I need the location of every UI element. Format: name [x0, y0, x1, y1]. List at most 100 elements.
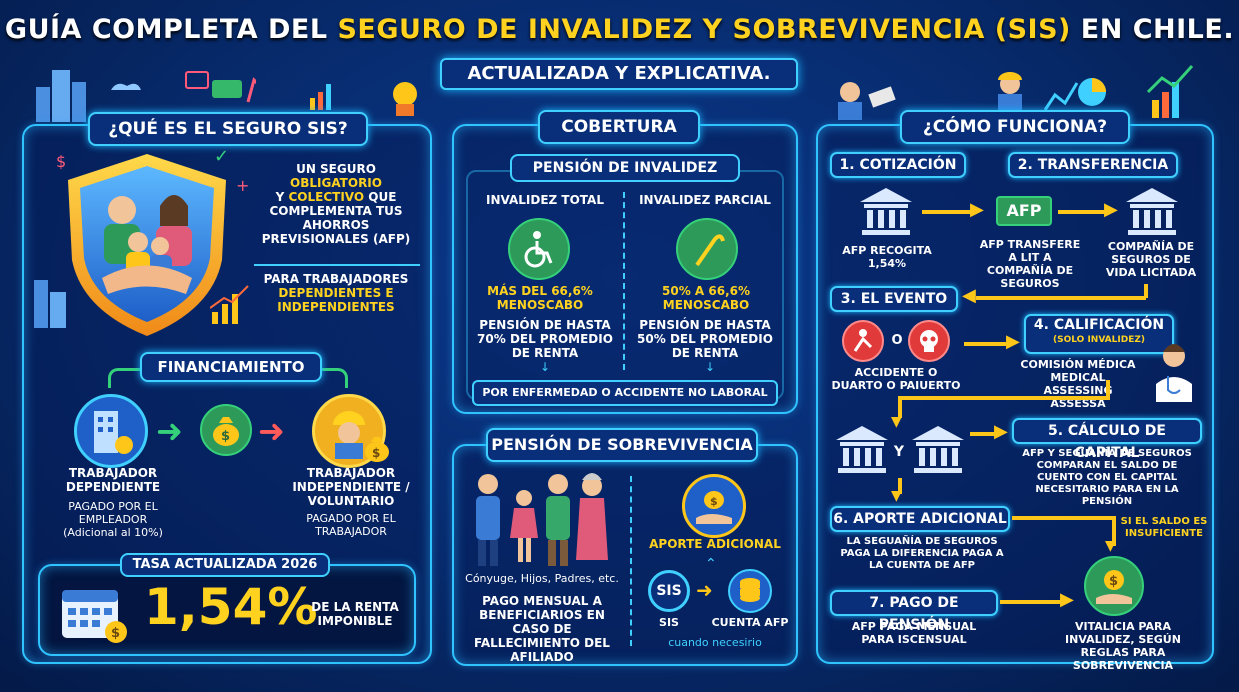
- arrow-right-icon: [970, 432, 998, 436]
- divider: [623, 192, 625, 370]
- arrow-head-icon: ▶: [970, 199, 984, 220]
- arrow-down-icon: ↓: [540, 360, 551, 374]
- money-bag-small-icon: $: [365, 437, 389, 462]
- desc-highlight: OBLIGATORIO: [290, 176, 382, 190]
- calendar-icon: $: [62, 590, 127, 643]
- growth-chart-decoration-icon: [210, 285, 249, 324]
- arrow-right-icon: [1058, 210, 1110, 214]
- hand-coin-icon: $: [1084, 556, 1144, 616]
- cane-icon: [676, 218, 738, 280]
- step-7-right: VITALICIA PARA INVALIDEZ, SEGÚN REGLAS P…: [1065, 620, 1181, 672]
- insurance-building-icon: [1126, 188, 1178, 235]
- coin-stack-icon: [728, 569, 772, 613]
- title-part: EN CHILE.: [1070, 14, 1235, 45]
- arrow-head-icon: ▶: [1006, 331, 1020, 352]
- sobrevivencia-heading: PENSIÓN DE SOBREVIVENCIA: [486, 428, 758, 462]
- company-building-icon: [74, 394, 148, 468]
- step-4-title: 4. CALIFICACIÓN: [1033, 317, 1165, 333]
- arrow-right-icon: [964, 342, 1012, 346]
- step-1: 1. COTIZACIÓN: [830, 152, 966, 178]
- arrow-down-icon: ▼: [891, 488, 902, 504]
- wheelchair-icon: [508, 218, 570, 280]
- para-line: PARA TRABAJADORES: [263, 272, 409, 286]
- step-4-sub: (SOLO INVALIDEZ): [1053, 335, 1145, 345]
- total-pct: MÁS DEL 66,6% MENOSCABO: [487, 284, 593, 312]
- step-6-desc: LA SEGUAÑÍA DE SEGUROS PAGA LA DIFERENCI…: [840, 536, 1004, 571]
- or-label: O: [891, 333, 903, 348]
- tasa-desc: DE LA RENTA IMPONIBLE: [311, 600, 399, 628]
- step-2-desc: AFP TRANSFERE A LIT A COMPAÑÍA DE SEGURO…: [979, 238, 1081, 290]
- step-7-desc: AFP PAGA MENSUAL PARA ISCENSUAL: [851, 620, 977, 646]
- cuenta-label: CUENTA AFP: [711, 616, 789, 629]
- step-4: 4. CALIFICACIÓN (SOLO INVALIDEZ): [1024, 314, 1174, 354]
- connector-line: [900, 396, 1110, 400]
- svg-text:$: $: [710, 495, 718, 508]
- arrow-right-icon: ➜: [696, 578, 713, 602]
- tasa-heading: TASA ACTUALIZADA 2026: [120, 553, 330, 577]
- arrow-head-icon: ▶: [994, 421, 1008, 442]
- title-highlight: SEGURO DE INVALIDEZ Y SOBREVIVENCIA (SIS…: [337, 14, 1071, 45]
- arrow-head-icon: ◀: [962, 285, 976, 306]
- city-chart-decoration-icon: [36, 70, 256, 122]
- arrow-right-icon: [922, 210, 976, 214]
- svg-text:$: $: [372, 446, 380, 460]
- bar-chart-decoration-icon: [310, 82, 417, 116]
- desc-line: QUE: [364, 190, 397, 204]
- cuando-label: cuando necesirio: [668, 636, 762, 649]
- bank-icon: [836, 426, 888, 473]
- svg-text:$: $: [1109, 574, 1118, 589]
- step-4-desc: COMISIÓN MÉDICA MEDICAL ASSESSING ASSESS…: [1020, 358, 1136, 410]
- step-6: 6. APORTE ADICIONAL: [830, 506, 1010, 532]
- and-label: Y: [893, 444, 905, 460]
- arrow-right-red-icon: ➜: [258, 412, 285, 450]
- split-arrow-icon: ⌃: [705, 556, 717, 572]
- building-decoration-icon: [34, 280, 66, 328]
- arrow-right-icon: [1000, 600, 1066, 604]
- step-6-note: SI EL SALDO ES INSUFICIENTE: [1120, 516, 1208, 539]
- worker-chart-decoration-icon: [838, 64, 1194, 120]
- sis-label: SIS: [659, 616, 679, 629]
- arrow-head-icon: ▶: [1060, 589, 1074, 610]
- independiente-desc: PAGADO POR EL TRABAJADOR: [306, 512, 396, 538]
- para-highlight: DEPENDIENTES E INDEPENDIENTES: [277, 286, 395, 314]
- connector-line: [898, 478, 902, 494]
- arrow-down-icon: ↓: [705, 360, 716, 374]
- parcial-label: INVALIDEZ PARCIAL: [639, 193, 771, 207]
- parcial-pct: 50% A 66,6% MENOSCABO: [662, 284, 750, 312]
- step-5: 5. CÁLCULO DE CAPITAL: [1012, 418, 1202, 461]
- financiamiento-heading: FINANCIAMIENTO: [140, 352, 322, 382]
- step-5-desc: AFP Y SEGUAÑÍA DE SEGUROS COMPARAN EL SA…: [1022, 448, 1192, 507]
- dependiente-title: TRABAJADOR DEPENDIENTE: [65, 466, 161, 494]
- hand-money-icon: $: [682, 474, 746, 538]
- page-title: GUÍA COMPLETA DEL SEGURO DE INVALIDEZ Y …: [0, 14, 1239, 45]
- insurance-building-icon: [912, 426, 964, 473]
- invalidez-heading: PENSIÓN DE INVALIDEZ: [510, 154, 740, 182]
- dependiente-desc: PAGADO POR EL EMPLEADOR (Adicional al 10…: [63, 500, 163, 539]
- independiente-title: TRABAJADOR INDEPENDIENTE / VOLUNTARIO: [292, 466, 410, 508]
- skull-icon: [908, 320, 950, 362]
- check-decoration-icon: ✓: [214, 146, 230, 167]
- dollar-decoration-icon: $: [56, 152, 67, 171]
- connector-line: [898, 396, 902, 418]
- bank-icon: [860, 188, 912, 235]
- parcial-desc: PENSIÓN DE HASTA 50% DEL PROMEDIO DE REN…: [637, 318, 773, 360]
- invalidez-footer: POR ENFERMEDAD O ACCIDENTE NO LABORAL: [472, 380, 778, 406]
- total-label: INVALIDEZ TOTAL: [486, 193, 604, 207]
- accident-icon: [842, 320, 884, 362]
- para-trabajadores: PARA TRABAJADORES DEPENDIENTES E INDEPEN…: [256, 272, 416, 314]
- desc-line: COMPLEMENTA TUS AHORROS PREVISIONALES (A…: [261, 204, 411, 246]
- sobrevivencia-desc: PAGO MENSUAL A BENEFICIARIOS EN CASO DE …: [474, 594, 610, 664]
- doctor-icon: [1156, 344, 1192, 402]
- arrow-down-icon: ▼: [891, 414, 902, 430]
- funciona-heading: ¿CÓMO FUNCIONA?: [900, 110, 1130, 144]
- desc-line: Y: [275, 190, 285, 204]
- arrow-left-icon: [976, 296, 1146, 300]
- desc-line: UN SEGURO: [296, 162, 376, 176]
- svg-text:$: $: [221, 429, 230, 444]
- step-2b-desc: COMPAÑÍA DE SEGUROS DE VIDA LICITADA: [1105, 240, 1197, 279]
- tasa-value: 1,54%: [144, 578, 318, 636]
- connector-line: [1112, 516, 1116, 546]
- title-part: GUÍA COMPLETA DEL: [4, 14, 338, 45]
- sis-badge: SIS: [648, 570, 690, 612]
- que-es-heading: ¿QUÉ ES EL SEGURO SIS?: [88, 112, 368, 146]
